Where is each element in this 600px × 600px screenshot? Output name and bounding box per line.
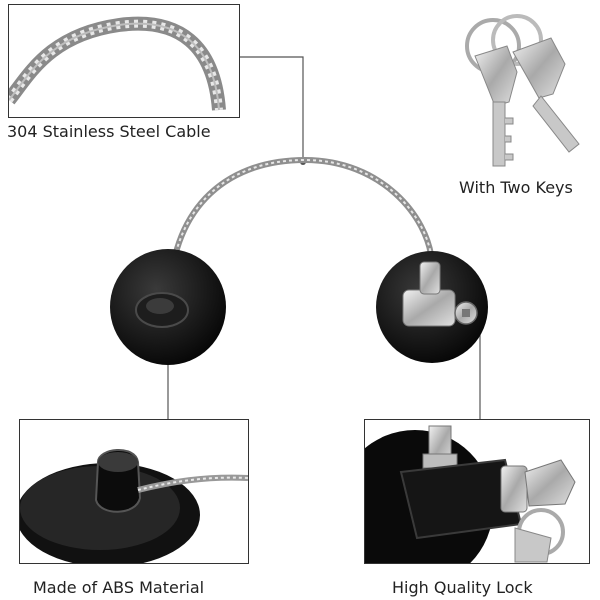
lock-closeup-image [365,425,576,563]
key-icon [524,459,576,507]
anchor-disc [110,249,226,365]
lock-label: High Quality Lock [392,578,533,597]
cable-label: 304 Stainless Steel Cable [7,122,211,141]
material-closeup-box [19,419,249,564]
keys-image [465,14,580,167]
cable-closeup-box [8,4,240,118]
key-icon [474,45,518,167]
steel-cable [167,156,435,303]
material-label: Made of ABS Material [33,578,205,597]
lock-closeup-box [364,419,590,564]
cable-closeup-image [9,16,226,111]
key-icon [512,37,580,153]
material-closeup-image [20,448,248,563]
lock-disc [376,251,488,363]
keys-label: With Two Keys [459,178,573,197]
